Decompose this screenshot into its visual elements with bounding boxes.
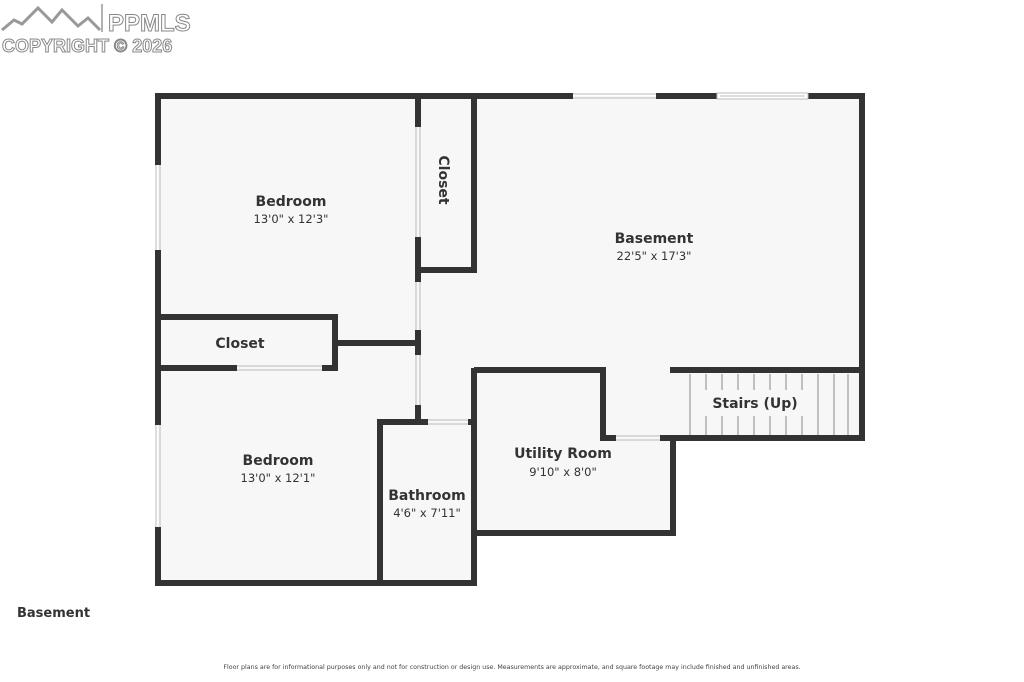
logo-brand: PPMLS <box>108 10 192 38</box>
ppmls-watermark-logo: PPMLS COPYRIGHT © 2026 <box>0 0 210 60</box>
utility-dims: 9'10" x 8'0" <box>529 465 597 479</box>
walls <box>155 93 865 586</box>
closet2-label: Closet <box>215 336 265 352</box>
closet1-label: Closet <box>435 155 451 205</box>
bedroom1-label: Bedroom <box>256 194 327 210</box>
bathroom-label: Bathroom <box>388 488 466 504</box>
windows-doors <box>155 92 809 527</box>
mountain-logo-icon <box>1 4 103 32</box>
bedroom2-label: Bedroom <box>243 453 314 469</box>
bathroom-dims: 4'6" x 7'11" <box>393 506 461 520</box>
bedroom1-dims: 13'0" x 12'3" <box>254 212 329 226</box>
basement-label: Basement <box>615 231 694 247</box>
basement-dims: 22'5" x 17'3" <box>617 249 692 263</box>
logo-copyright: COPYRIGHT © 2026 <box>1 36 173 57</box>
utility-label: Utility Room <box>514 446 612 462</box>
floor-level-label: Basement <box>17 606 91 621</box>
disclaimer-text: Floor plans are for informational purpos… <box>223 664 801 671</box>
stairs-label: Stairs (Up) <box>712 396 797 412</box>
bedroom2-dims: 13'0" x 12'1" <box>241 471 316 485</box>
